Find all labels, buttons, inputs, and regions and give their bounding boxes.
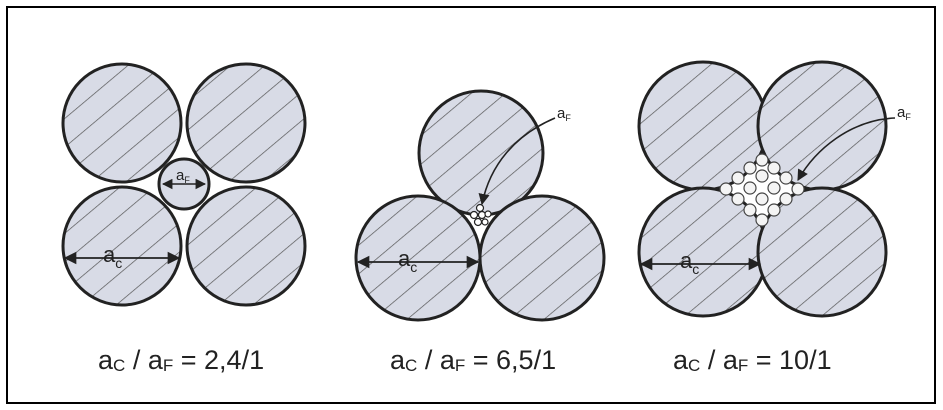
ratio-caption-3: aC / aF = 10/1	[673, 345, 832, 375]
coarse-particle	[61, 62, 183, 184]
ratio-value: 2,4/1	[204, 345, 265, 375]
ac-label: ac	[680, 248, 699, 277]
af-label: aF	[176, 167, 190, 185]
panel-3: aF ac	[637, 60, 911, 318]
coarse-particle	[478, 194, 606, 322]
ac-label: ac	[103, 242, 122, 271]
fine-particles-cluster	[469, 203, 492, 227]
ratio-value: 6,5/1	[496, 345, 557, 375]
coarse-particle	[61, 185, 183, 307]
af-leader-arrow	[478, 117, 556, 206]
coarse-particle	[756, 186, 888, 318]
coarse-particle	[417, 89, 545, 217]
ratio-caption-1: aC / aF = 2,4/1	[98, 345, 265, 375]
ratio-value: 10/1	[779, 345, 832, 375]
af-label: aF	[557, 105, 571, 123]
fine-particles-cluster	[719, 153, 805, 227]
ac-label: ac	[398, 246, 417, 275]
panel-2: aF ac	[354, 89, 606, 322]
ratio-caption-2: aC / aF = 6,5/1	[390, 345, 557, 375]
af-label: aF	[897, 104, 911, 122]
panel-1: aF ac	[61, 62, 307, 307]
af-leader-arrow	[797, 117, 896, 181]
coarse-particle	[185, 62, 307, 184]
coarse-particle	[354, 194, 482, 322]
coarse-particle	[185, 185, 307, 307]
